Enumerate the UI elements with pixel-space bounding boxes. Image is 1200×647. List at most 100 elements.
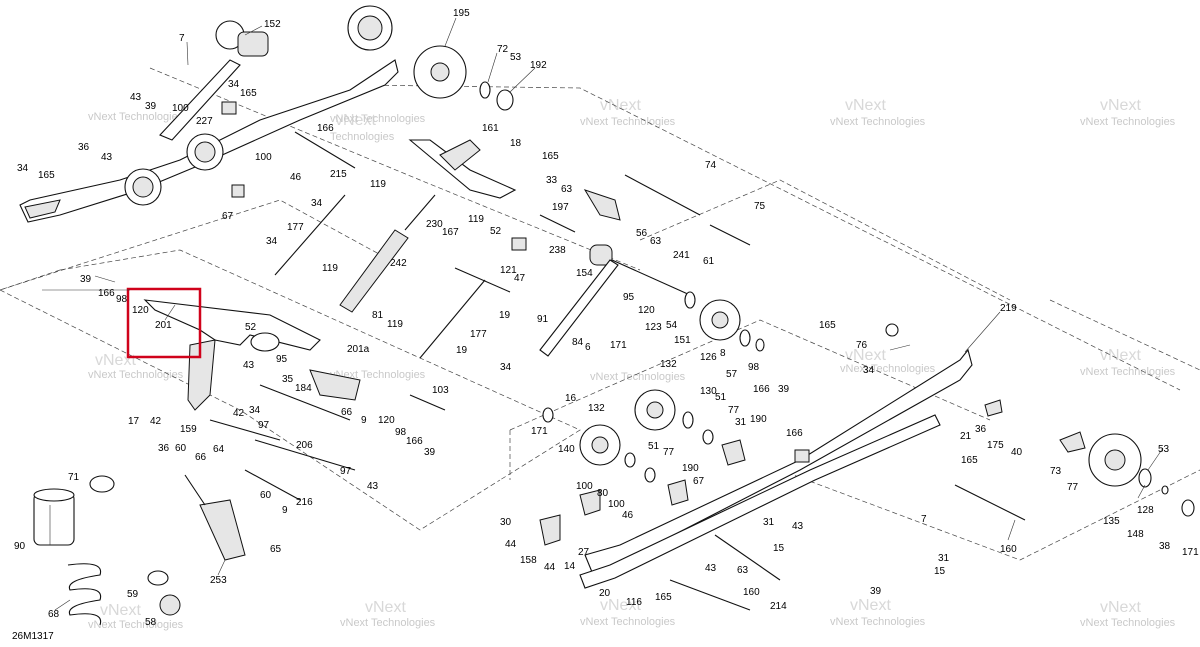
watermark-text: vNext xyxy=(1100,347,1141,364)
watermark-text: vNext xyxy=(845,97,886,114)
part-label: 66 xyxy=(195,452,207,463)
slide-116 xyxy=(579,414,941,589)
plate-201a xyxy=(309,369,361,401)
part-label: 166 xyxy=(317,123,334,134)
part-label: 67 xyxy=(693,476,705,487)
part-label: 63 xyxy=(650,236,662,247)
bolt-214 xyxy=(714,534,781,581)
watermark-text: vNext xyxy=(850,597,891,614)
part-label: 80 xyxy=(597,488,609,499)
part-label: 197 xyxy=(552,202,569,213)
rear-arm-assembly xyxy=(539,259,765,357)
part-label: 241 xyxy=(673,250,690,261)
part-label: 159 xyxy=(180,424,197,435)
part-label: 95 xyxy=(623,292,635,303)
part-label: 171 xyxy=(610,340,627,351)
part-label: 216 xyxy=(296,497,313,508)
part-labels: 7 152 195 72 53 192 34 165 100 43 39 227… xyxy=(14,8,1199,628)
guide-line xyxy=(1049,299,1200,371)
part-label: 98 xyxy=(748,362,760,373)
watermark-text: vNext Technologies xyxy=(1080,617,1176,629)
part-label: 177 xyxy=(287,222,304,233)
shaft-95b xyxy=(259,384,351,421)
watermark-text: vNext Technologies xyxy=(1080,116,1176,128)
part-label: 154 xyxy=(576,268,593,279)
part-label: 242 xyxy=(390,258,407,269)
part-label: 97 xyxy=(340,466,352,477)
part-label: 46 xyxy=(622,510,634,521)
watermark-text: Technologies xyxy=(330,131,395,143)
part-label: 77 xyxy=(728,405,740,416)
part-label: 201a xyxy=(347,344,370,355)
bushing-98 xyxy=(755,338,765,352)
part-label: 116 xyxy=(626,597,642,608)
part-label: 103 xyxy=(432,385,449,396)
watermark-text: vNext Technologies xyxy=(88,111,184,123)
part-label: 74 xyxy=(705,160,717,171)
watermark-text: vNext Technologies xyxy=(88,369,184,381)
part-label: 184 xyxy=(295,383,312,394)
part-label: 59 xyxy=(127,589,139,600)
part-label: 171 xyxy=(1182,547,1199,558)
part-label: 7 xyxy=(921,514,927,525)
watermark-text: vNext Technologies xyxy=(340,617,436,629)
block-158 xyxy=(539,514,561,546)
part-label: 119 xyxy=(468,214,484,225)
wheel-132-hub xyxy=(646,401,664,419)
rocker-plate xyxy=(187,339,216,411)
part-label: 65 xyxy=(270,544,282,555)
guide-line xyxy=(509,319,991,431)
part-label: 31 xyxy=(763,517,775,528)
wheel-195-hub xyxy=(430,62,450,82)
part-label: 56 xyxy=(636,228,648,239)
part-label: 27 xyxy=(578,547,590,558)
watermark-text: vNext Technologies xyxy=(830,116,926,128)
part-label: 98 xyxy=(395,427,407,438)
part-label: 60 xyxy=(260,490,272,501)
part-label: 214 xyxy=(770,601,787,612)
rear-arm-91 xyxy=(539,259,619,357)
idler-wheel-hub xyxy=(132,176,154,198)
part-label: 158 xyxy=(520,555,537,566)
bracket-175 xyxy=(984,399,1003,417)
right-rail xyxy=(579,323,973,589)
part-label: 98 xyxy=(116,294,128,305)
part-label: 132 xyxy=(660,359,677,370)
part-label: 63 xyxy=(561,184,573,195)
right-wheel-group xyxy=(1059,431,1195,517)
part-label: 148 xyxy=(1127,529,1144,540)
part-label: 91 xyxy=(537,314,549,325)
part-label: 166 xyxy=(406,436,423,447)
part-label: 8 xyxy=(720,348,726,359)
rear-idler-wheel-hub xyxy=(357,15,383,41)
watermark-text: vNext xyxy=(1100,599,1141,616)
shock-rod xyxy=(404,194,436,231)
bushing xyxy=(231,184,245,198)
part-label: 190 xyxy=(750,414,767,425)
part-label: 52 xyxy=(490,226,502,237)
part-label: 34 xyxy=(228,79,240,90)
watermark-text: vNext Technologies xyxy=(330,113,426,125)
guide-line xyxy=(149,67,641,271)
part-label: 227 xyxy=(196,116,213,127)
part-label: 72 xyxy=(497,44,509,55)
part-label: 75 xyxy=(754,201,766,212)
watermark-text: vNext Technologies xyxy=(1080,366,1176,378)
part-label: 52 xyxy=(245,322,257,333)
watermark-text: vNext xyxy=(600,97,641,114)
wheel-132b-hub xyxy=(591,436,609,454)
guide-line xyxy=(0,199,391,291)
rocker-ring xyxy=(250,332,280,352)
stopper-block xyxy=(511,237,527,251)
axle-bracket xyxy=(439,139,481,171)
part-label: 90 xyxy=(14,541,26,552)
shaft-215 xyxy=(294,131,356,169)
part-label: 119 xyxy=(370,179,386,190)
part-label: 121 xyxy=(500,265,517,276)
part-label: 81 xyxy=(372,310,384,321)
bottom-parts xyxy=(539,399,1026,611)
bracket-73 xyxy=(1059,431,1086,453)
watermark-text: vNext xyxy=(1100,97,1141,114)
watermark-text: vNext Technologies xyxy=(830,616,926,628)
washer-77b xyxy=(644,467,656,483)
